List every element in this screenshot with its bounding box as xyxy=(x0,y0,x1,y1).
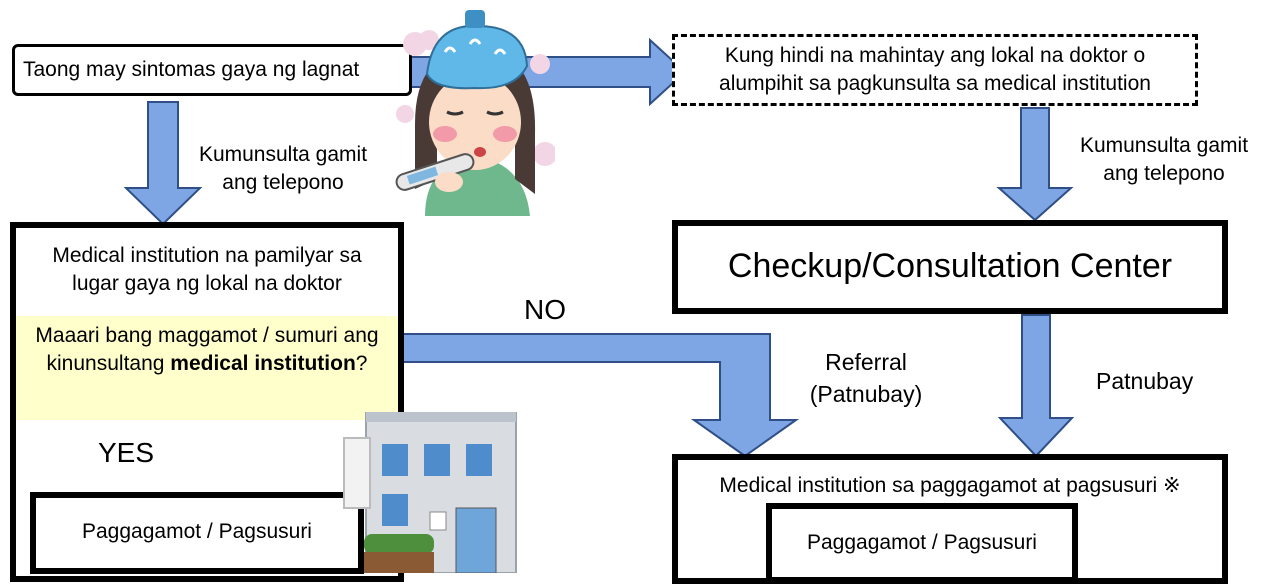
no-wait-box: Kung hindi na mahintay ang lokal na dokt… xyxy=(672,34,1198,106)
local-medical-text: Medical institution na pamilyar sa lugar… xyxy=(52,244,362,295)
treatment-right-text: Paggagamot / Pagsusuri xyxy=(807,531,1037,554)
treat-question-text: Maaari bang maggamot / sumuri ang kinuns… xyxy=(35,324,379,375)
arrow-down-right xyxy=(996,107,1074,222)
treat-question-box: Maaari bang maggamot / sumuri ang kinuns… xyxy=(16,316,398,420)
consult-phone-right-label: Kumunsulta gamit ang telepono xyxy=(1079,134,1249,185)
checkup-center-text: Checkup/Consultation Center xyxy=(727,247,1173,285)
treatment-right-box: Paggagamot / Pagsusuri xyxy=(766,503,1078,583)
consult-phone-left-label: Kumunsulta gamit ang telepono xyxy=(198,143,368,194)
arrow-down-patnubay xyxy=(997,314,1075,458)
treatment-left-text: Paggagamot / Pagsusuri xyxy=(82,520,312,543)
checkup-center-box: Checkup/Consultation Center xyxy=(672,220,1228,314)
treat-question-mark: ? xyxy=(355,352,368,375)
hospital-building-illustration xyxy=(343,412,517,573)
treat-question-bold: medical institution xyxy=(170,352,356,375)
no-wait-text: Kung hindi na mahintay ang lokal na dokt… xyxy=(719,44,1151,95)
treatment-left-box: Paggagamot / Pagsusuri xyxy=(30,492,364,574)
person-symptoms-box: Taong may sintomas gaya ng lagnat xyxy=(12,44,412,96)
person-symptoms-text: Taong may sintomas gaya ng lagnat xyxy=(23,58,360,81)
referral-label: Referral (Patnubay) xyxy=(809,349,923,407)
sick-person-illustration xyxy=(395,10,555,216)
arrow-down-left xyxy=(123,101,203,226)
no-label: NO xyxy=(524,294,566,325)
arrow-no-referral xyxy=(397,333,800,458)
treatment-institution-text: Medical institution sa paggagamot at pag… xyxy=(719,474,1181,497)
yes-label: YES xyxy=(98,437,155,468)
patnubay-label: Patnubay xyxy=(1096,368,1194,394)
